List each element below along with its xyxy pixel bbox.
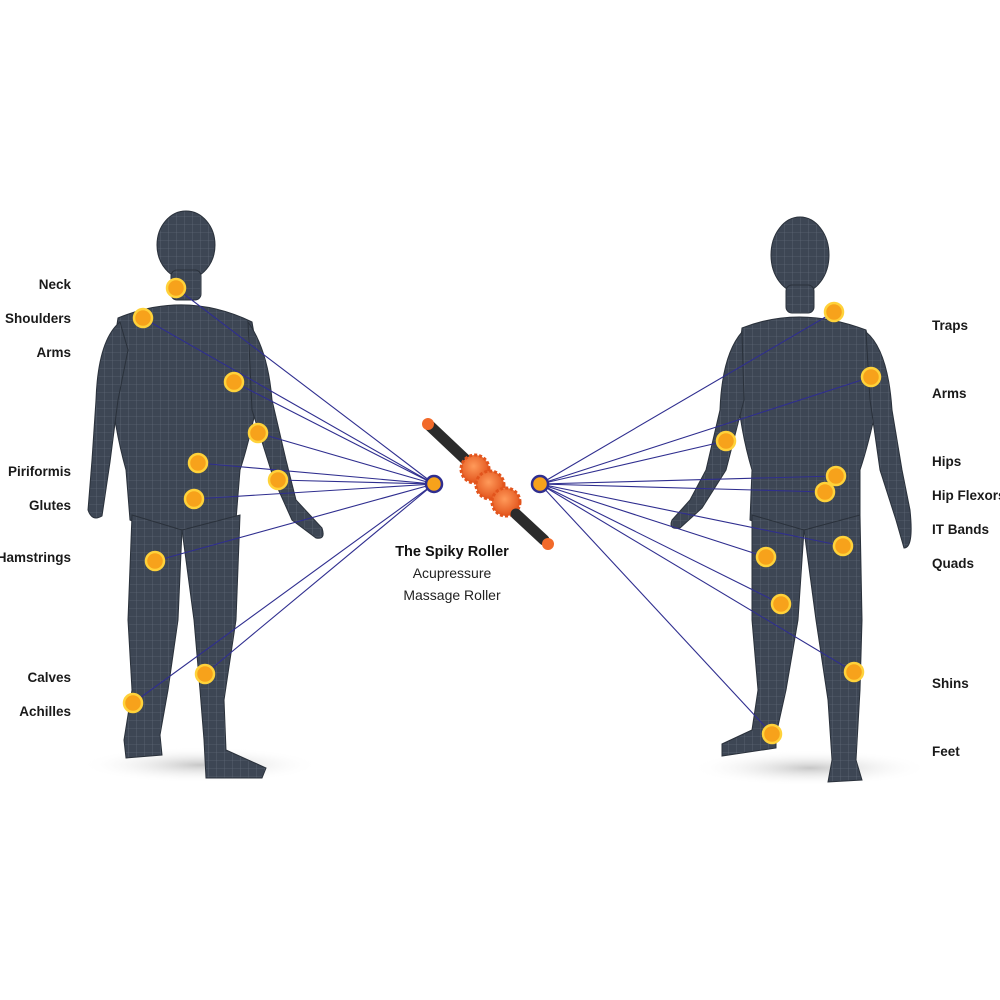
pressure-point-it-bands: [832, 535, 854, 557]
front-view-connectors: [539, 311, 872, 735]
product-title: The Spiky Roller: [395, 544, 509, 560]
product-subtitle-line1: Acupressure: [413, 565, 492, 581]
label-hip-flexors: Hip Flexors: [932, 488, 1000, 503]
label-shoulders: Shoulders: [5, 311, 71, 326]
pressure-point-knee: [770, 593, 792, 615]
pressure-point-piriformis: [187, 452, 209, 474]
product-subtitle-line2: Massage Roller: [403, 587, 501, 603]
front-figure-shadow: [690, 750, 930, 786]
pressure-point-forearm-front: [715, 430, 737, 452]
label-arms-front: Arms: [932, 386, 967, 401]
label-arms-back: Arms: [36, 345, 71, 360]
pressure-point-forearm: [267, 469, 289, 491]
pressure-point-traps: [823, 301, 845, 323]
pressure-point-shoulders: [132, 307, 154, 329]
pressure-point-arms-upper: [223, 371, 245, 393]
pressure-point-glutes: [183, 488, 205, 510]
back-view-pressure-points: [122, 277, 289, 714]
label-hips: Hips: [932, 454, 961, 469]
pressure-point-feet: [761, 723, 783, 745]
label-glutes: Glutes: [29, 498, 71, 513]
pressure-point-shins: [843, 661, 865, 683]
label-shins: Shins: [932, 676, 969, 691]
pressure-point-arms-lower: [247, 422, 269, 444]
label-traps: Traps: [932, 318, 968, 333]
front-view-figure: [670, 216, 912, 783]
label-piriformis: Piriformis: [8, 464, 71, 479]
back-view-hub: [424, 474, 444, 494]
label-feet: Feet: [932, 744, 960, 759]
pressure-point-hips: [825, 465, 847, 487]
label-it-bands: IT Bands: [932, 522, 989, 537]
spiky-roller-illustration: [422, 418, 554, 550]
front-view-pressure-points: [715, 301, 882, 745]
pressure-point-calves: [194, 663, 216, 685]
pressure-point-quads: [755, 546, 777, 568]
label-calves: Calves: [27, 670, 71, 685]
pressure-point-achilles: [122, 692, 144, 714]
label-neck: Neck: [39, 277, 72, 292]
label-quads: Quads: [932, 556, 974, 571]
pressure-point-arms: [860, 366, 882, 388]
pressure-point-hamstrings: [144, 550, 166, 572]
pressure-point-neck: [165, 277, 187, 299]
front-view-hub: [530, 474, 550, 494]
back-figure-shadow: [80, 747, 320, 783]
label-hamstrings: Hamstrings: [0, 550, 71, 565]
pressure-point-hip-flexors: [814, 481, 836, 503]
label-achilles: Achilles: [19, 704, 71, 719]
back-view-figure: [87, 210, 324, 779]
back-view-connectors: [132, 287, 435, 704]
